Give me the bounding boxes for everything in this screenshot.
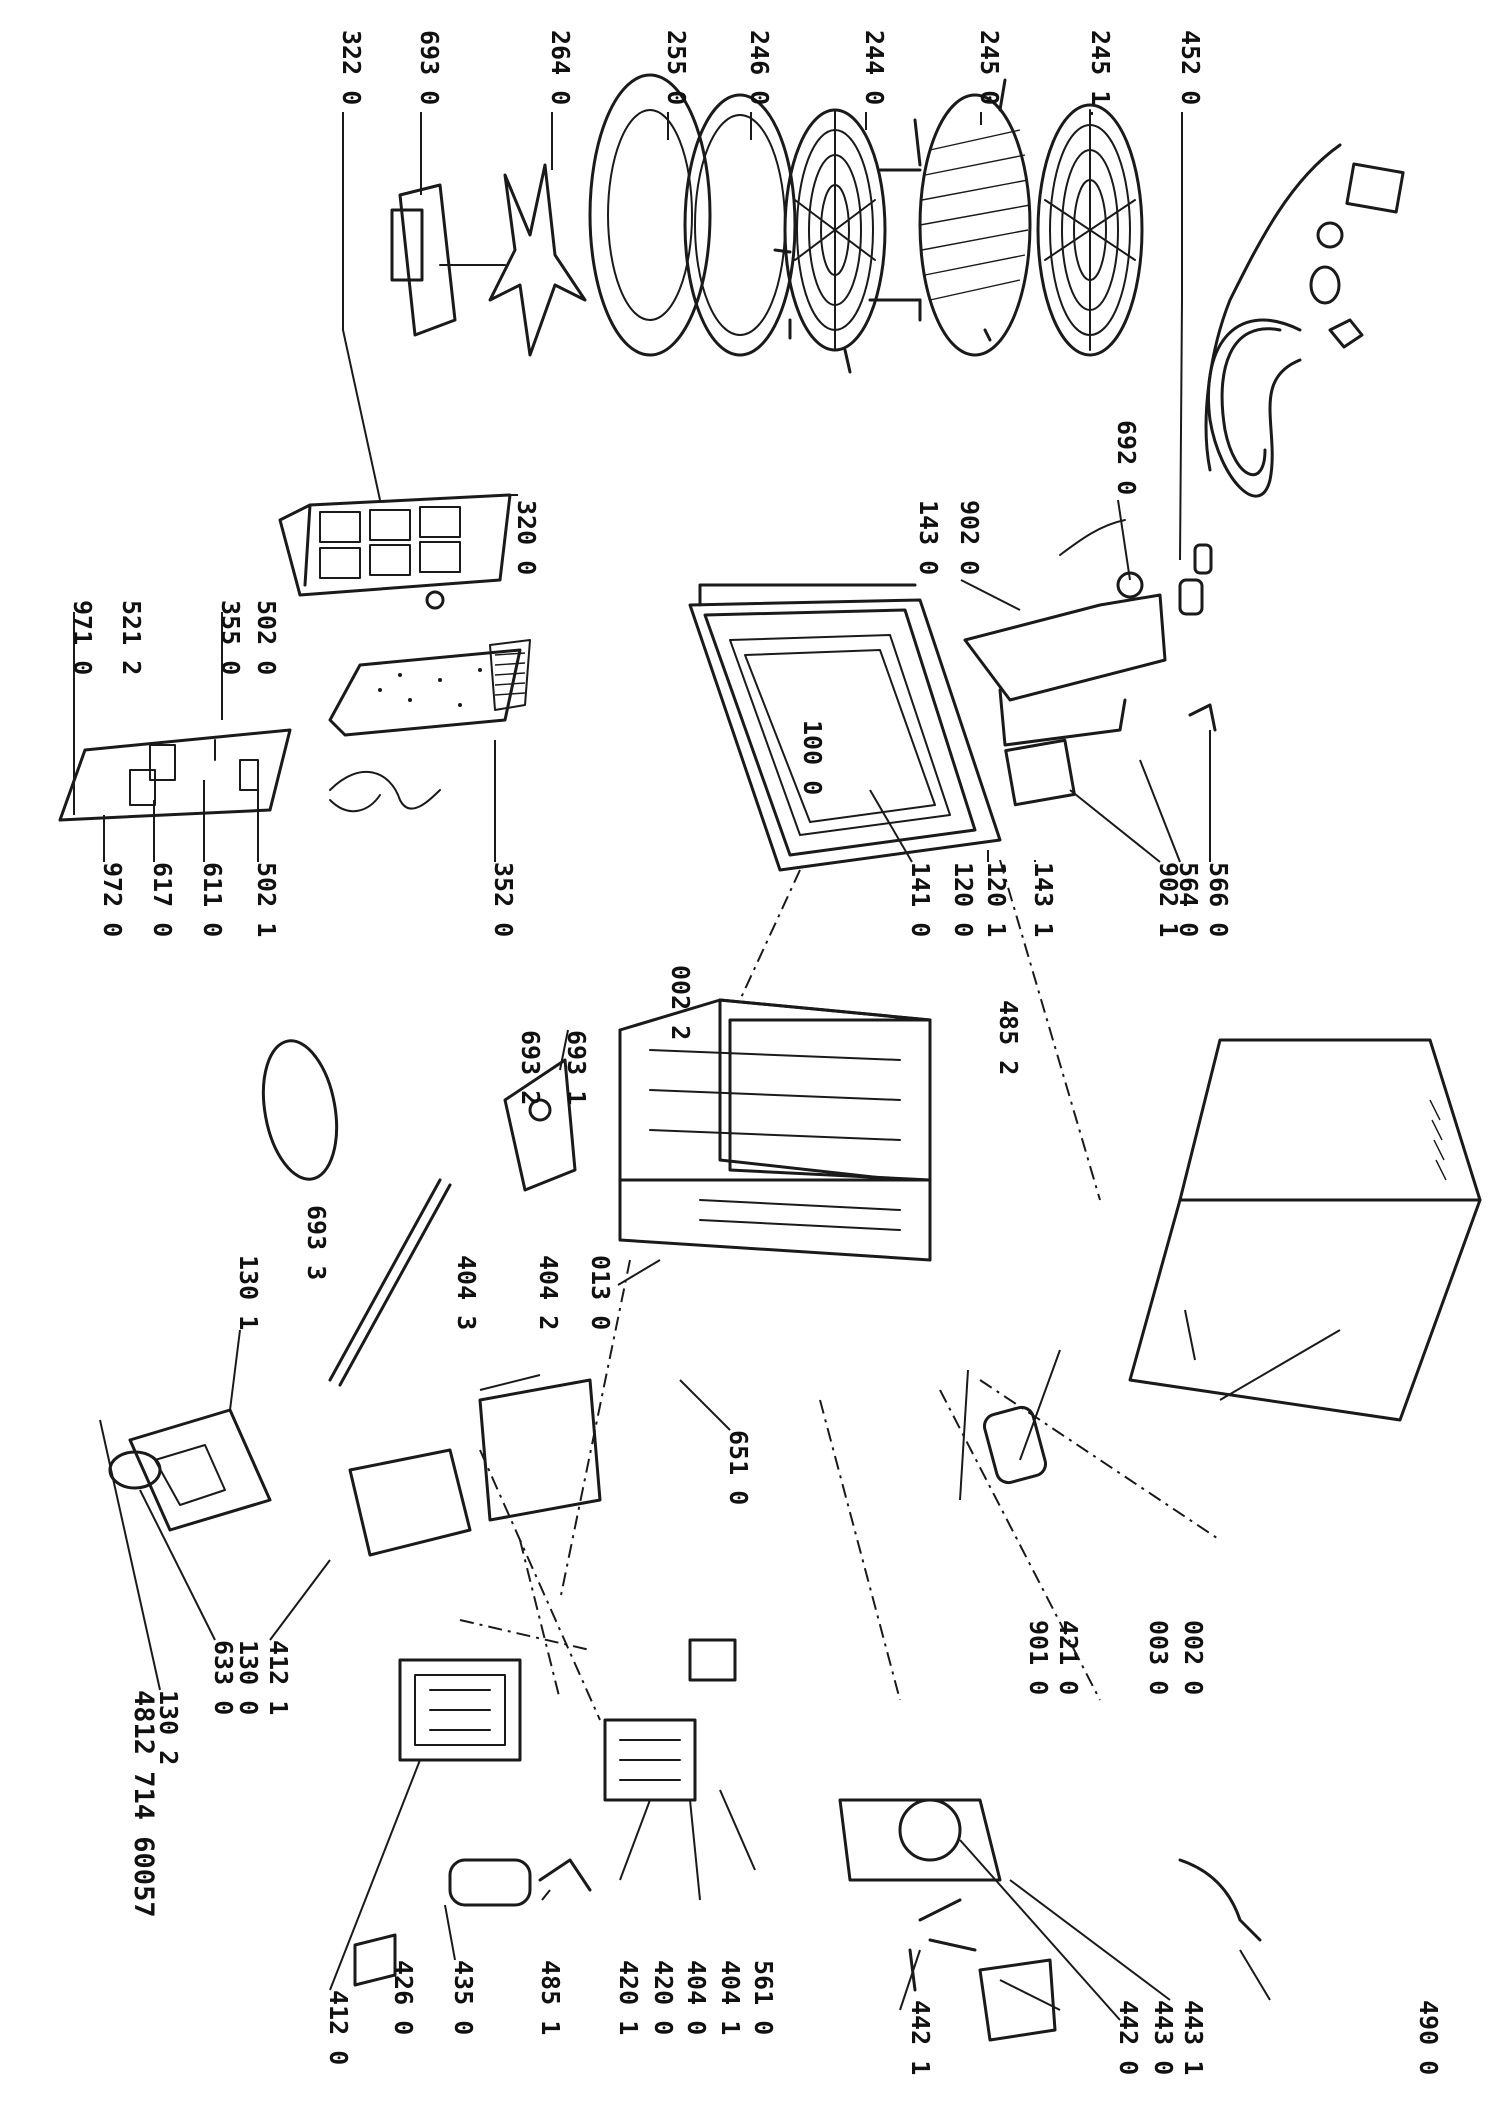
rod-drawing bbox=[328, 1178, 452, 1387]
part-label-420-0: 420 0 bbox=[649, 1960, 678, 2035]
grill-element-drawing bbox=[1178, 143, 1405, 616]
part-label-651-0: 651 0 bbox=[724, 1430, 753, 1505]
part-label-245-1: 245 1 bbox=[1086, 30, 1115, 105]
part-label-490-0: 490 0 bbox=[1414, 2000, 1443, 2075]
part-label-485-1: 485 1 bbox=[536, 1960, 565, 2035]
part-label-443-1: 443 1 bbox=[1179, 2000, 1208, 2075]
part-label-693-0: 693 0 bbox=[415, 30, 444, 105]
part-label-693-2: 693 2 bbox=[516, 1030, 545, 1105]
control-pcb-drawing bbox=[328, 639, 531, 813]
grill-rack-2440-drawing bbox=[783, 108, 887, 374]
part-label-404-0: 404 0 bbox=[682, 1960, 711, 2035]
part-label-901-0: 901 0 bbox=[1024, 1620, 1053, 1695]
cable-drawing bbox=[1059, 519, 1144, 599]
part-label-421-0: 421 0 bbox=[1054, 1620, 1083, 1695]
part-label-611-0: 611 0 bbox=[198, 862, 227, 937]
fan-motor-drawing bbox=[838, 1798, 1057, 2042]
part-label-971-0: 971 0 bbox=[68, 600, 97, 675]
part-label-412-0: 412 0 bbox=[324, 1990, 353, 2065]
part-label-255-0: 255 0 bbox=[662, 30, 691, 105]
control-panel-drawing bbox=[278, 493, 512, 610]
star-coupler-drawing bbox=[488, 163, 587, 357]
part-label-100-0: 100 0 bbox=[798, 720, 827, 795]
part-label-245-0: 245 0 bbox=[975, 30, 1004, 105]
grill-rack-2450-drawing bbox=[868, 78, 1032, 357]
part-label-130-0: 130 0 bbox=[234, 1640, 263, 1715]
part-label-404-3: 404 3 bbox=[452, 1255, 481, 1330]
part-label-404-2: 404 2 bbox=[534, 1255, 563, 1330]
part-label-442-1: 442 1 bbox=[906, 2000, 935, 2075]
transformer-drawing bbox=[398, 1658, 522, 1762]
part-label-561-0: 561 0 bbox=[749, 1960, 778, 2035]
part-label-412-1: 412 1 bbox=[264, 1640, 293, 1715]
part-label-130-1: 130 1 bbox=[234, 1255, 263, 1330]
part-label-502-1: 502 1 bbox=[252, 862, 281, 937]
assembly-lines bbox=[459, 859, 1221, 1721]
part-label-244-0: 244 0 bbox=[860, 30, 889, 105]
magnetron-drawing bbox=[603, 1638, 737, 1802]
part-label-452-0: 452 0 bbox=[1176, 30, 1205, 105]
part-label-485-2: 485 2 bbox=[994, 1000, 1023, 1075]
leader-lines bbox=[73, 112, 1341, 2021]
part-label-143-0: 143 0 bbox=[914, 500, 943, 575]
waveguide-drawing bbox=[348, 1378, 602, 1557]
oven-cavity-drawing bbox=[618, 998, 932, 1262]
part-label-246-0: 246 0 bbox=[745, 30, 774, 105]
part-label-355-0: 355 0 bbox=[216, 600, 245, 675]
part-label-564-0: 564 0 bbox=[1174, 862, 1203, 937]
thermostat-drawing bbox=[108, 1450, 162, 1490]
part-label-141-0: 141 0 bbox=[906, 862, 935, 937]
part-label-002-0: 002 0 bbox=[1179, 1620, 1208, 1695]
drawing-number: 4812 714 60057 bbox=[128, 1690, 159, 1918]
part-label-320-0: 320 0 bbox=[512, 500, 541, 575]
door-assembly-drawing bbox=[688, 583, 1002, 872]
part-label-322-0: 322 0 bbox=[337, 30, 366, 105]
part-label-521-2: 521 2 bbox=[117, 600, 146, 675]
power-pcb-drawing bbox=[58, 728, 292, 822]
bowl-drawing bbox=[261, 1039, 339, 1181]
part-label-442-0: 442 0 bbox=[1114, 2000, 1143, 2075]
part-label-633-0: 633 0 bbox=[209, 1640, 238, 1715]
diode-drawing bbox=[353, 1933, 397, 1987]
part-label-502-0: 502 0 bbox=[252, 600, 281, 675]
power-cord-drawing bbox=[1178, 1858, 1262, 1942]
part-label-902-0: 902 0 bbox=[955, 500, 984, 575]
part-label-617-0: 617 0 bbox=[148, 862, 177, 937]
part-label-120-0: 120 0 bbox=[949, 862, 978, 937]
turntable-motor-drawing bbox=[390, 183, 506, 337]
part-label-120-1: 120 1 bbox=[982, 862, 1011, 937]
part-label-143-1: 143 1 bbox=[1029, 862, 1058, 937]
part-label-692-0: 692 0 bbox=[1112, 420, 1141, 495]
part-label-352-0: 352 0 bbox=[489, 862, 518, 937]
turntable-ring-drawing bbox=[683, 93, 797, 357]
part-label-443-0: 443 0 bbox=[1149, 2000, 1178, 2075]
part-label-972-0: 972 0 bbox=[98, 862, 127, 937]
part-label-003-0: 003 0 bbox=[1144, 1620, 1173, 1695]
stirrer-plate-drawing bbox=[503, 1058, 577, 1192]
hv-capacitor-drawing bbox=[448, 1858, 592, 1907]
part-label-002-2: 002 2 bbox=[666, 965, 695, 1040]
part-label-013-0: 013 0 bbox=[586, 1255, 615, 1330]
door-switch-bracket-drawing bbox=[963, 593, 1217, 807]
outer-casing-drawing bbox=[1128, 1038, 1482, 1422]
part-labels: 452 0 245 1 245 0 244 0 246 0 255 0 264 … bbox=[68, 30, 1443, 2075]
part-label-435-0: 435 0 bbox=[449, 1960, 478, 2035]
part-label-130-2: 130 2 bbox=[154, 1690, 183, 1765]
glass-plate-drawing bbox=[588, 73, 712, 357]
part-label-420-1: 420 1 bbox=[614, 1960, 643, 2035]
part-label-693-3: 693 3 bbox=[302, 1205, 331, 1280]
part-label-566-0: 566 0 bbox=[1204, 862, 1233, 937]
part-label-264-0: 264 0 bbox=[546, 30, 575, 105]
part-label-902-1: 902 1 bbox=[1154, 862, 1183, 937]
capacitor-drawing bbox=[982, 1405, 1048, 1485]
fan-housing-drawing bbox=[128, 1408, 272, 1532]
part-label-426-0: 426 0 bbox=[389, 1960, 418, 2035]
part-label-404-1: 404 1 bbox=[716, 1960, 745, 2035]
part-label-693-1: 693 1 bbox=[562, 1030, 591, 1105]
grill-rack-2451-drawing bbox=[1036, 103, 1144, 357]
